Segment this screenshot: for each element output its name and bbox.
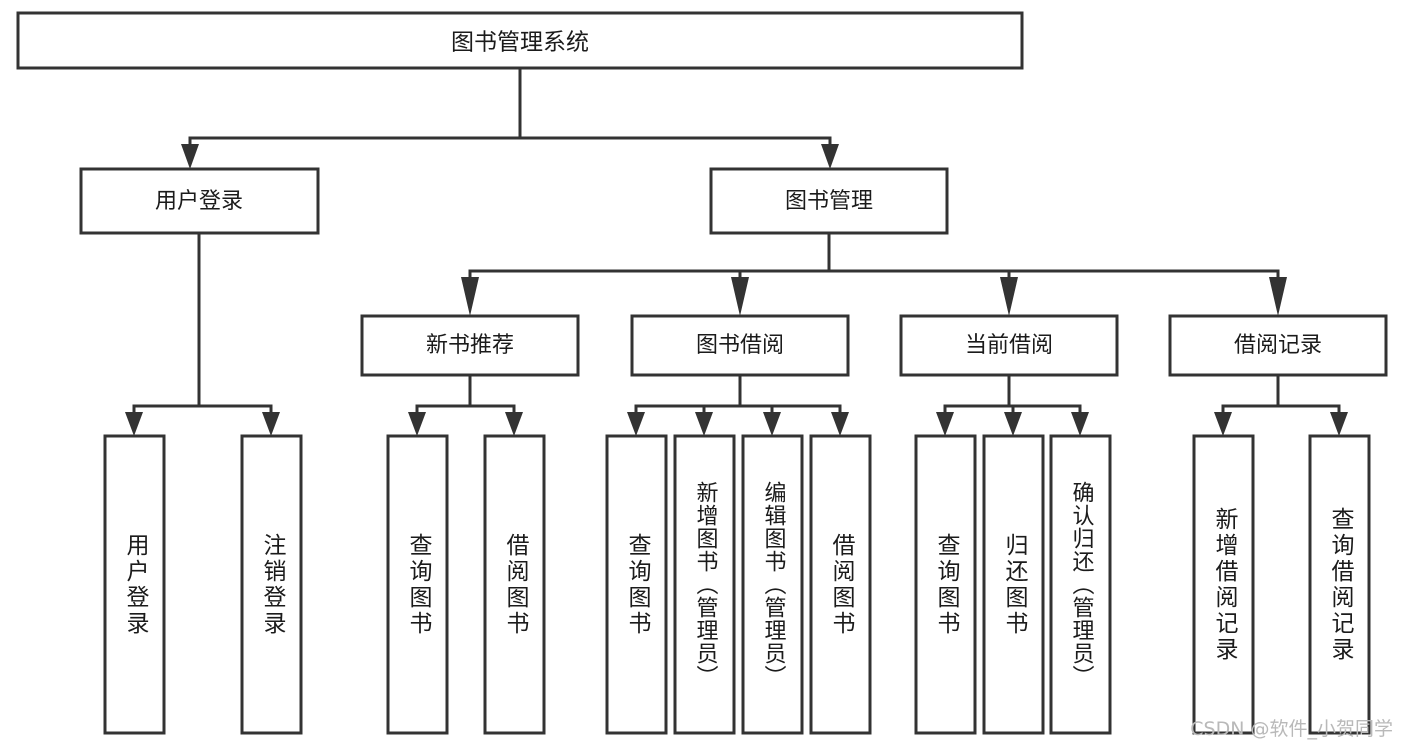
edges-book-borrow-to-leaves (627, 373, 849, 436)
leaf-box-query-book-nbr[interactable] (386, 434, 449, 735)
node-borrow-record[interactable]: 借阅记录 (1168, 314, 1388, 377)
arrow-nbr-leaf-2 (505, 412, 523, 436)
edges-root-to-level2 (181, 66, 839, 169)
node-root-box (16, 11, 1024, 70)
node-new-book-recommend-box (360, 314, 580, 377)
arrow-nbr-leaf-1 (408, 412, 426, 436)
node-book-management-box (709, 167, 949, 235)
arrow-cb-leaf-1 (936, 412, 954, 436)
leaf-box-query-borrow-record[interactable] (1308, 434, 1371, 735)
leaf-box-query-book-cb[interactable] (914, 434, 977, 735)
edges-current-borrow-to-leaves (936, 373, 1089, 436)
edges-new-book-recommend-to-leaves (408, 373, 523, 436)
arrow-br-leaf-2 (1330, 412, 1348, 436)
arrow-bb-leaf-4 (831, 412, 849, 436)
node-new-book-recommend-label: 新书推荐 (426, 333, 514, 358)
node-current-borrow-label: 当前借阅 (965, 333, 1053, 358)
node-borrow-record-box (1168, 314, 1388, 377)
leaf-box-logout[interactable] (240, 434, 303, 735)
node-book-borrow-box (630, 314, 850, 377)
node-book-borrow-label: 图书借阅 (696, 333, 784, 358)
leaf-box-return-book[interactable] (982, 434, 1045, 735)
arrow-to-borrow-record (1269, 277, 1287, 316)
node-current-borrow-box (899, 314, 1119, 377)
arrow-bb-leaf-1 (627, 412, 645, 436)
arrow-to-leaf-user-login (125, 412, 143, 436)
node-root-system[interactable]: 图书管理系统 (16, 11, 1024, 70)
arrow-to-book-borrow (731, 277, 749, 316)
leaf-box-edit-book-admin[interactable] (741, 434, 804, 735)
leaf-box-add-borrow-record[interactable] (1192, 434, 1255, 735)
arrow-br-leaf-1 (1214, 412, 1232, 436)
arrow-cb-leaf-3 (1071, 412, 1089, 436)
node-user-login[interactable]: 用户登录 (79, 167, 320, 235)
leaf-box-user-login[interactable] (103, 434, 166, 735)
node-book-management-label: 图书管理 (785, 189, 873, 214)
arrow-bb-leaf-3 (763, 412, 781, 436)
node-book-borrow[interactable]: 图书借阅 (630, 314, 850, 377)
edges-book-management-to-level3 (461, 231, 1287, 316)
edges-user-login-to-leaves (125, 231, 280, 436)
leaf-box-query-book-bb[interactable] (605, 434, 668, 735)
node-root-label: 图书管理系统 (451, 30, 589, 56)
arrow-root-to-user-login (181, 144, 199, 169)
arrow-to-new-book-recommend (461, 277, 479, 316)
arrow-bb-leaf-2 (695, 412, 713, 436)
leaf-box-confirm-return-admin[interactable] (1049, 434, 1112, 735)
leaf-box-add-book-admin[interactable] (673, 434, 736, 735)
arrow-to-current-borrow (1000, 277, 1018, 316)
node-borrow-record-label: 借阅记录 (1234, 333, 1322, 358)
node-book-management[interactable]: 图书管理 (709, 167, 949, 235)
node-current-borrow[interactable]: 当前借阅 (899, 314, 1119, 377)
node-user-login-label: 用户登录 (155, 189, 243, 214)
edges-borrow-record-to-leaves (1214, 373, 1348, 436)
arrow-root-to-book-manage (821, 144, 839, 169)
arrow-to-leaf-logout (262, 412, 280, 436)
leaf-box-borrow-book-nbr[interactable] (483, 434, 546, 735)
node-new-book-recommend[interactable]: 新书推荐 (360, 314, 580, 377)
arrow-cb-leaf-2 (1004, 412, 1022, 436)
leaf-box-borrow-book-bb[interactable] (809, 434, 872, 735)
